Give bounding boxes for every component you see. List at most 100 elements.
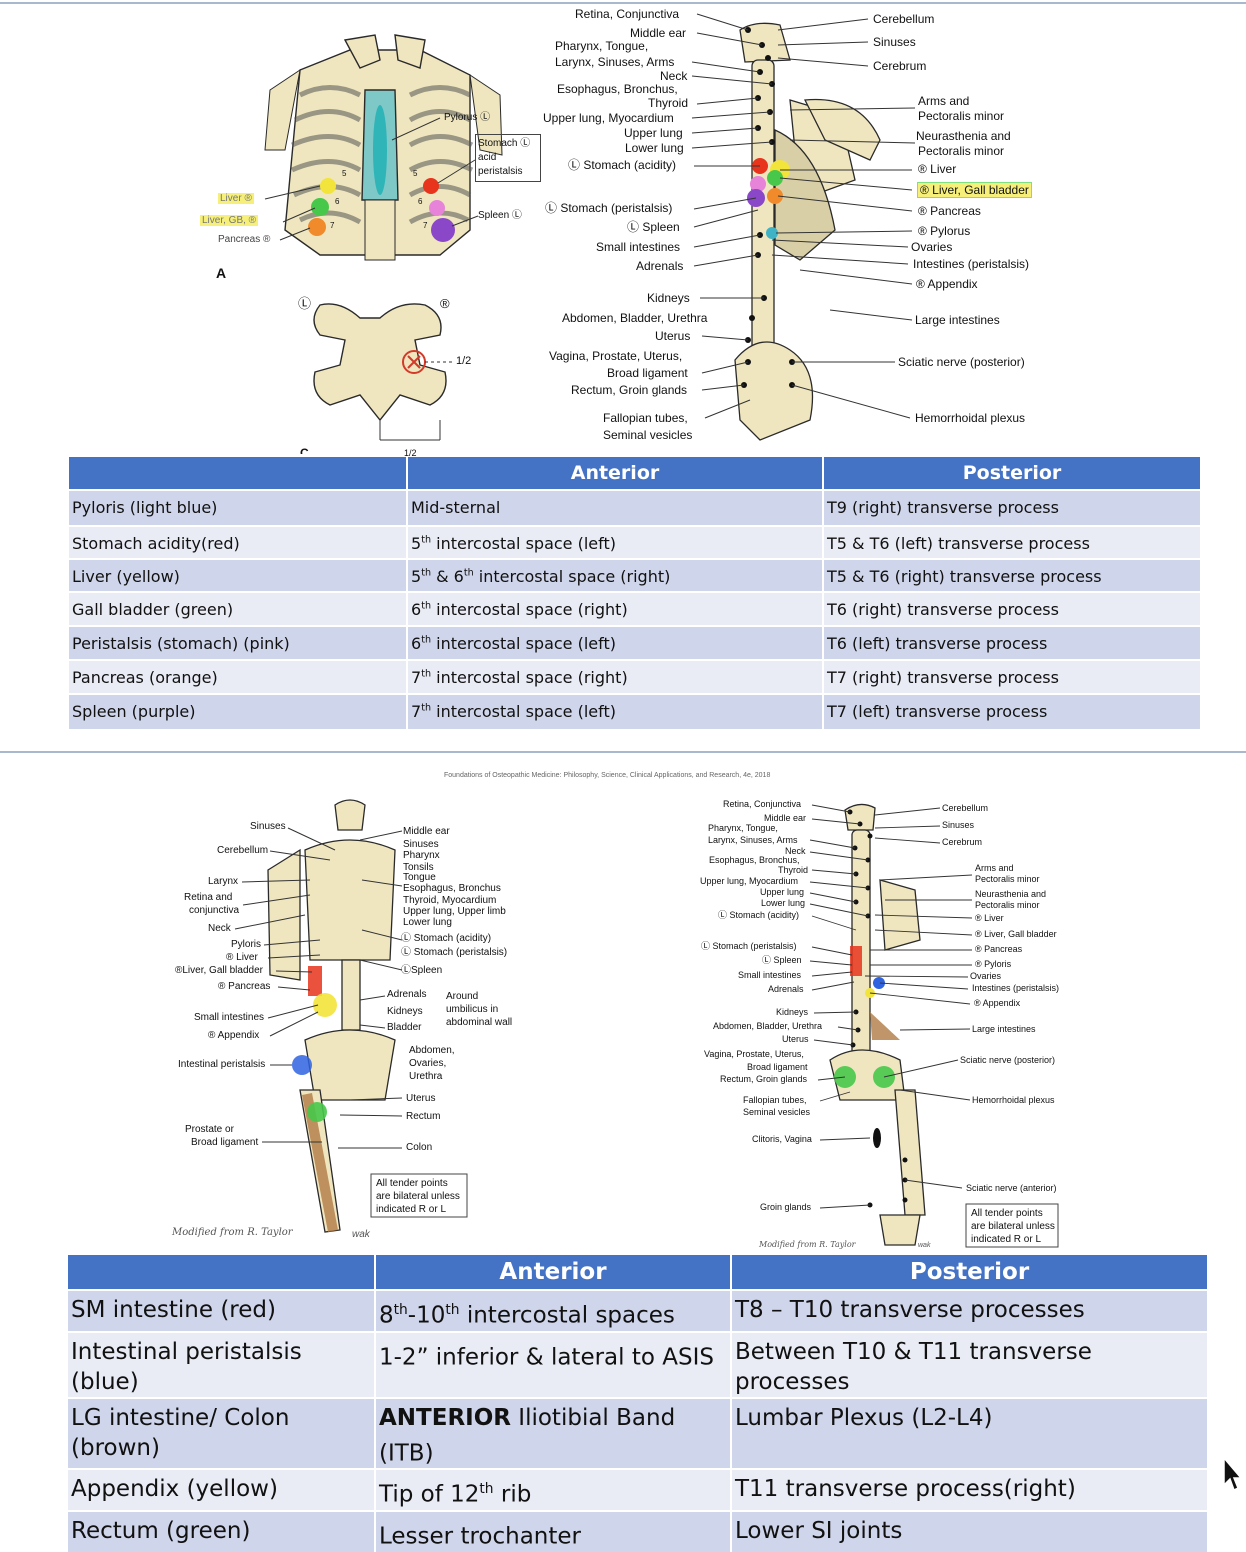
fd-small-intestines: Small intestines <box>738 970 802 980</box>
anterior-cell: Tip of 12th rib <box>375 1468 732 1511</box>
fd-rectum: Rectum, Groin glands <box>720 1074 808 1084</box>
fd-clitoris: Clitoris, Vagina <box>752 1134 812 1144</box>
rib-label-6-left: 6 <box>418 197 423 206</box>
rib-label-5-left: 5 <box>413 169 418 178</box>
fc-appendix: ® Appendix <box>208 1030 260 1041</box>
posterior-cell: T5 & T6 (left) transverse process <box>823 525 1202 559</box>
fb-pect-minor-1: Pectoralis minor <box>918 109 1005 123</box>
fc-kidneys: Kidneys <box>387 1006 423 1017</box>
fc-middle-ear: Middle ear <box>403 826 450 837</box>
peristalsis-dot-post <box>750 176 766 192</box>
fd-liver-gb: ® Liver, Gall bladder <box>975 929 1057 939</box>
col-header-organ <box>69 457 408 490</box>
itb-band <box>302 1093 338 1232</box>
organ-cell: Appendix (yellow) <box>68 1468 376 1511</box>
fd-upper-lung: Upper lung <box>760 887 805 897</box>
arm-c <box>267 848 301 981</box>
fc-around: Around <box>446 991 479 1002</box>
organ-cell: Gall bladder (green) <box>69 591 408 626</box>
fc-spleen: ⓁSpleen <box>401 965 443 976</box>
fb-liver: ® Liver <box>918 162 957 176</box>
fc-intestinal-peristalsis: Intestinal peristalsis <box>178 1059 266 1070</box>
fd-vagina: Vagina, Prostate, Uterus, <box>704 1049 804 1059</box>
label-a-pylorus: Pylorus Ⓛ <box>444 112 491 123</box>
anterior-cell: Lesser trochanter <box>375 1509 732 1552</box>
posterior-cell: T7 (left) transverse process <box>823 693 1202 729</box>
table-row: SM intestine (red) 8th-10th intercostal … <box>68 1289 1209 1332</box>
posterior-cell: T6 (left) transverse process <box>823 625 1202 660</box>
organ-cell: LG intestine/ Colon (brown) <box>68 1396 376 1470</box>
shoulder <box>803 98 881 161</box>
fb-sciatic-post: Sciatic nerve (posterior) <box>898 355 1025 369</box>
fb-rectum: Rectum, Groin glands <box>571 383 688 397</box>
gallbladder-dot-post <box>767 170 783 186</box>
scapula-d <box>879 879 921 951</box>
table-row: Gall bladder (green) 6th intercostal spa… <box>69 591 1202 626</box>
anterior-cell: 6th intercostal space (right) <box>407 591 824 626</box>
fc-sinuses: Sinuses <box>250 821 286 832</box>
fc-note-2: are bilateral unless <box>376 1191 460 1202</box>
intestinal-peristalsis-marker <box>292 1055 312 1075</box>
spine-d <box>851 829 871 1061</box>
fd-stomach-peristalsis: Ⓛ Stomach (peristalsis) <box>701 941 797 951</box>
posterior-cell: T11 transverse process(right) <box>731 1468 1209 1511</box>
fd-upper-lung-myo: Upper lung, Myocardium <box>700 876 799 886</box>
stomach-peristalsis-dot <box>429 200 445 216</box>
fc-lower-lung: Lower lung <box>403 917 452 928</box>
posterior-cell: T9 (right) transverse process <box>823 489 1202 526</box>
posterior-cell: T5 & T6 (right) transverse process <box>823 558 1202 592</box>
anterior-cell: ANTERIOR Iliotibial Band (ITB) <box>375 1396 732 1470</box>
fc-tonsils: Tonsils <box>403 862 434 873</box>
half-measure-label: 1/2 <box>456 355 472 367</box>
tibia-d <box>879 1214 921 1246</box>
fb-kidneys: Kidneys <box>647 291 690 305</box>
fc-retina: Retina and <box>184 892 233 903</box>
fd-intestines-peristalsis: Intestines (peristalsis) <box>972 983 1060 993</box>
fd-arms-and: Arms and <box>975 863 1014 873</box>
fc-esophagus: Esophagus, Bronchus <box>403 883 501 894</box>
leader-lines-b <box>691 13 916 419</box>
fd-larynx: Larynx, Sinuses, Arms <box>708 835 798 845</box>
fb-liver-gb: ® Liver, Gall bladder <box>917 182 1032 198</box>
tender-points-table-upper: Anterior Posterior Pyloris (light blue) … <box>69 457 1202 729</box>
organ-cell: Intestinal peristalsis (blue) <box>68 1330 376 1398</box>
fc-uterus: Uterus <box>406 1093 436 1104</box>
ribs-posterior <box>774 128 836 261</box>
rib-label-7-right: 7 <box>330 221 335 230</box>
source-citation: Foundations of Osteopathic Medicine: Phi… <box>444 772 771 779</box>
fc-cerebellum: Cerebellum <box>217 845 269 856</box>
anterior-cell: 5th intercostal space (left) <box>407 525 824 559</box>
table-row: Appendix (yellow) Tip of 12th rib T11 tr… <box>68 1468 1209 1511</box>
table-row: Rectum (green) Lesser trochanter Lower S… <box>68 1509 1209 1552</box>
ribs-lines <box>290 85 474 225</box>
leader-lines-d <box>809 804 973 1209</box>
fc-ovaries: Ovaries, <box>409 1058 447 1069</box>
fd-adrenals: Adrenals <box>768 984 804 994</box>
clitoris-marker <box>873 1128 881 1148</box>
fd-sinuses: Sinuses <box>942 820 975 830</box>
skull <box>739 22 791 63</box>
organ-cell: Liver (yellow) <box>69 558 408 592</box>
table-row: Stomach acidity(red) 5th intercostal spa… <box>69 525 1202 559</box>
anterior-cell: 5th & 6th intercostal space (right) <box>407 558 824 592</box>
anterior-cell: 1-2” inferior & lateral to ASIS <box>375 1330 732 1398</box>
table-row: Pyloris (light blue) Mid-sternal T9 (rig… <box>69 489 1202 526</box>
fb-uterus: Uterus <box>655 329 691 343</box>
fd-middle-ear: Middle ear <box>764 813 807 823</box>
fd-note-1: All tender points <box>971 1208 1043 1219</box>
fd-esophagus: Esophagus, Bronchus, <box>709 855 800 865</box>
fd-abdomen: Abdomen, Bladder, Urethra <box>713 1021 823 1031</box>
fc-small-intestines: Small intestines <box>194 1012 265 1023</box>
fb-adrenals: Adrenals <box>636 259 684 273</box>
fb-seminal: Seminal vesicles <box>603 428 693 442</box>
col-header-posterior: Posterior <box>731 1255 1209 1290</box>
fc-broad-ligament: Broad ligament <box>191 1137 259 1148</box>
pylorus-marker <box>373 105 387 195</box>
half-measure-label-bottom: 1/2 <box>404 448 417 456</box>
rib-label-6-right: 6 <box>335 197 340 206</box>
leader-lines-c <box>234 827 403 1149</box>
fd-cerebellum: Cerebellum <box>942 803 989 813</box>
figure-a-letter: A <box>216 265 227 281</box>
table-row: LG intestine/ Colon (brown) ANTERIOR Ili… <box>68 1396 1209 1470</box>
fb-pharynx: Pharynx, Tongue, <box>555 39 649 53</box>
